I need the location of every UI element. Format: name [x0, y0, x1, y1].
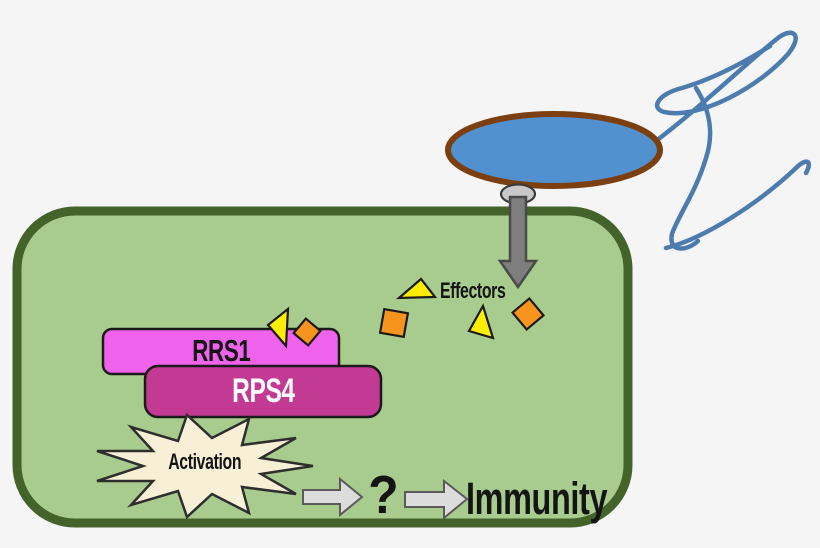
pathogen-bacterium-body — [445, 111, 663, 189]
activation-label: Activation — [120, 451, 290, 473]
activation-burst-icon — [96, 412, 314, 520]
immunity-label: Immunity — [466, 476, 662, 521]
rrs1-label-text: RRS1 — [191, 333, 251, 368]
effector-diamond-icon — [378, 307, 410, 339]
question-mark-text: ? — [368, 465, 398, 525]
effectors-group — [266, 277, 546, 349]
immunity-label-text: Immunity — [466, 473, 608, 524]
flagellum-down-stroke-icon — [669, 85, 713, 251]
rrs1-label: RRS1 — [103, 335, 339, 366]
effector-triangle-icon — [266, 306, 290, 349]
flow-arrow-icon — [302, 476, 364, 518]
flow-arrow-icon — [404, 478, 469, 521]
effectors-label-text: Effectors — [440, 278, 506, 303]
secretion-arrow-icon — [497, 195, 539, 290]
flagella-icon — [649, 30, 812, 251]
rps4-protein-box — [143, 364, 383, 419]
effector-diamond-icon — [292, 317, 322, 347]
rps4-label: RPS4 — [145, 374, 381, 408]
rps4-label-text: RPS4 — [231, 372, 295, 410]
flagellum-upper-loop-icon — [649, 30, 798, 147]
effector-diamond-icon — [510, 296, 546, 332]
effectors-label: Effectors — [440, 280, 531, 302]
activation-label-text: Activation — [168, 449, 242, 474]
question-mark-label: ? — [360, 468, 406, 522]
flagellum-lower-swoosh-icon — [663, 159, 812, 251]
effector-triangle-icon — [467, 303, 495, 340]
effector-triangle-icon — [395, 277, 438, 300]
